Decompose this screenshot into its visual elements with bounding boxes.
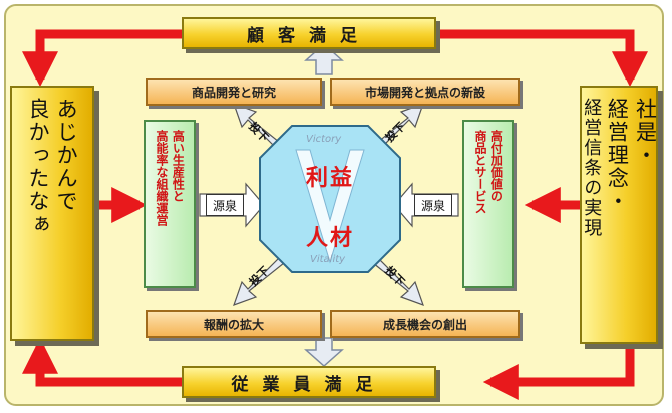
right-bar-line-1: 社是・ [633, 98, 658, 167]
down-arrow-bottom [304, 337, 344, 368]
customer-satisfaction-bar: 顧客満足 [182, 17, 436, 49]
right-green-line-2: 商品とサービス [473, 130, 487, 214]
right-bar-line-3: 経営信条の実現 [581, 98, 603, 238]
up-arrow-top [304, 42, 344, 75]
employee-satisfaction-bar: 従業員満足 [182, 366, 436, 398]
right-bar-line-2: 経営理念・ [605, 98, 630, 213]
center-octagon [259, 125, 401, 273]
v-emblem [295, 149, 365, 264]
left-yellow-bar: あじかんで 良かったなぁ [10, 86, 94, 341]
loop-arrow-bottom-left [22, 337, 182, 387]
right-yellow-bar: 社是・ 経営理念・ 経営信条の実現 [580, 86, 658, 344]
left-bar-line-1: あじかんで [54, 98, 79, 213]
left-green-line-2: 高能率な組織運営 [155, 130, 169, 226]
vitality-caption: Vitality [310, 254, 346, 265]
profit-word: 利益 [306, 166, 355, 191]
left-green-line-1: 高い生産性と [171, 130, 186, 202]
product-dev-box: 商品開発と研究 [146, 78, 322, 106]
right-green-box: 高付加価値の 商品とサービス [462, 120, 514, 288]
growth-box: 成長機会の創出 [330, 310, 520, 338]
market-dev-box: 市場開発と拠点の新設 [330, 78, 520, 106]
victory-caption: Victory [306, 134, 342, 145]
gensen-label-left: 源泉 [206, 194, 244, 216]
loop-arrow-bottom-right [482, 340, 635, 400]
left-green-box: 高い生産性と 高能率な組織運営 [144, 120, 196, 288]
gensen-label-right: 源泉 [414, 194, 452, 216]
reward-box: 報酬の拡大 [146, 310, 322, 338]
loop-arrow-top-left [22, 29, 182, 88]
left-bar-line-2: 良かったなぁ [26, 98, 50, 236]
loop-arrow-top-right [436, 29, 648, 88]
talent-word: 人材 [306, 226, 355, 251]
toushi-arrow-lower-left [233, 253, 290, 306]
right-green-line-1: 高付加価値の [489, 130, 504, 202]
